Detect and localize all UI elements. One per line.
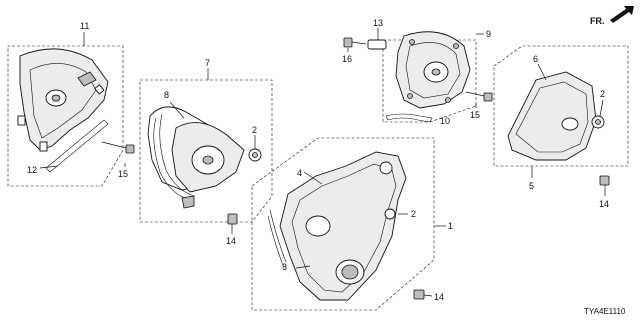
bolt-15-top (465, 91, 493, 108)
bolt-14-right (599, 175, 610, 196)
front-direction-label: FR. (590, 16, 605, 26)
callout-5: 5 (529, 181, 534, 191)
group-7-cover-assembly (139, 68, 273, 223)
callout-3: 3 (282, 262, 287, 272)
callout-15: 15 (118, 169, 128, 179)
arrow-right-icon (610, 6, 634, 23)
callout-14: 14 (226, 236, 236, 246)
callout-2: 2 (411, 209, 416, 219)
bolt-14-bottom (413, 289, 433, 300)
callout-1: 1 (448, 221, 453, 231)
callout-7: 7 (205, 58, 210, 68)
bolt-15-left (101, 141, 135, 167)
callout-4: 4 (297, 168, 302, 178)
callout-2: 2 (600, 89, 605, 99)
group-11-outer-cover (7, 32, 124, 187)
bolt-14-mid (227, 213, 238, 234)
callout-9: 9 (486, 29, 491, 39)
group-9-bracket-assembly (382, 31, 484, 123)
group-1-main-cover (251, 137, 446, 311)
callout-14: 14 (599, 199, 609, 209)
front-direction-indicator: FR. (590, 6, 634, 26)
callout-16: 16 (342, 54, 352, 64)
callout-8: 8 (164, 90, 169, 100)
diagram-code: TYA4E1110 (584, 307, 626, 316)
callout-15: 15 (470, 110, 480, 120)
bolt-13-16 (343, 28, 387, 52)
callout-6: 6 (533, 54, 538, 64)
callout-11: 11 (80, 21, 89, 31)
callout-14: 14 (434, 292, 444, 302)
callout-13: 13 (373, 18, 383, 28)
callout-10: 10 (440, 116, 450, 126)
callout-12: 12 (27, 165, 37, 175)
callout-2: 2 (252, 125, 257, 135)
group-5-cover-assembly (493, 45, 629, 178)
